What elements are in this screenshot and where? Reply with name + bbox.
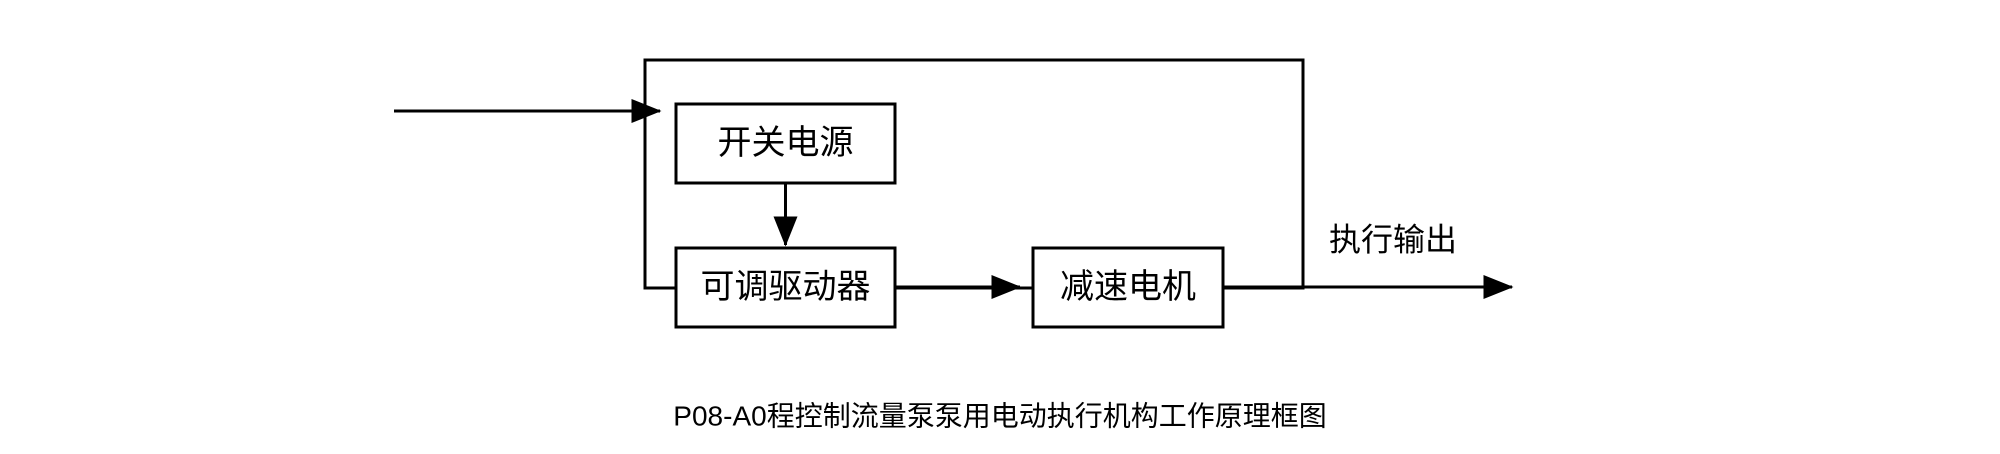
block-geared-motor-label: 减速电机: [1060, 268, 1196, 306]
block-power-supply[interactable]: [674, 102, 897, 185]
block-adjustable-driver-label: 可调驱动器: [701, 268, 871, 306]
flow-output-label: 执行输出: [1329, 221, 1457, 257]
figure-caption: P08-A0程控制流量泵泵用电动执行机构工作原理框图: [673, 400, 1326, 431]
block-power-supply-label: 开关电源: [718, 124, 854, 162]
